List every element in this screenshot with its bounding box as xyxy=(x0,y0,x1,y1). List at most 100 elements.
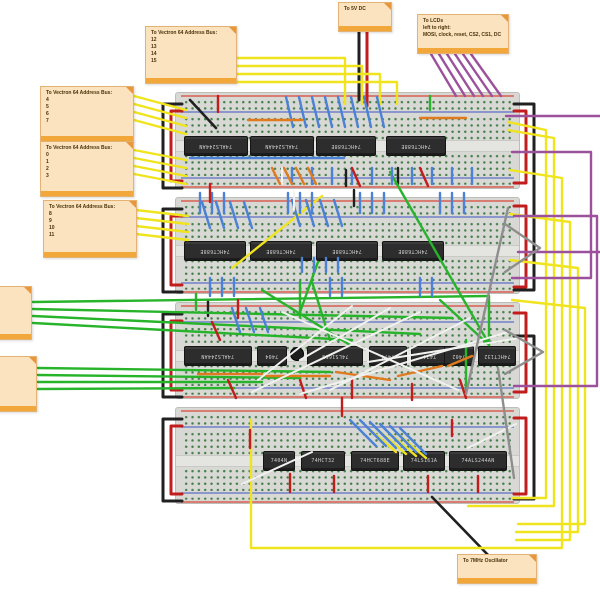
wire-blue[interactable] xyxy=(332,198,344,228)
wire-green[interactable] xyxy=(388,170,491,346)
note-left-lower[interactable] xyxy=(0,356,37,412)
ic-chip[interactable]: 74HCT688E xyxy=(382,241,444,261)
wire-red[interactable] xyxy=(350,166,362,188)
wire-white[interactable] xyxy=(241,451,313,485)
ic-chip[interactable]: 74ALS244AN xyxy=(184,136,248,156)
wire-green[interactable] xyxy=(31,307,454,320)
wire-white[interactable] xyxy=(257,305,353,381)
wire-red[interactable] xyxy=(512,416,528,496)
wire-blue[interactable] xyxy=(362,95,373,129)
wire-black[interactable] xyxy=(430,495,491,558)
wire-purple[interactable] xyxy=(461,52,494,98)
wire-orange[interactable] xyxy=(446,354,474,368)
wire-black[interactable] xyxy=(161,312,184,399)
wire-green[interactable] xyxy=(438,298,491,347)
wire-yellow[interactable] xyxy=(134,232,190,242)
wire-blue[interactable] xyxy=(348,418,378,448)
wire-purple[interactable] xyxy=(445,52,476,98)
wire-orange[interactable] xyxy=(270,166,282,186)
wire-blue[interactable] xyxy=(368,420,398,450)
wire-orange[interactable] xyxy=(306,166,318,186)
wire-yellow[interactable] xyxy=(134,224,190,234)
wire-blue[interactable] xyxy=(398,426,428,456)
ic-chip[interactable]: 7404N xyxy=(263,451,295,471)
wire-yellow[interactable] xyxy=(506,120,548,500)
wire-blue[interactable] xyxy=(375,95,386,129)
note-7mhz-osc[interactable]: To 7MHz Oscillator xyxy=(457,554,537,584)
wire-white[interactable] xyxy=(299,331,509,395)
wire-yellow[interactable] xyxy=(249,168,564,550)
wire-yellow[interactable] xyxy=(508,212,572,542)
wire-yellow[interactable] xyxy=(466,128,556,508)
wire-blue[interactable] xyxy=(200,200,212,230)
ic-chip[interactable]: 74HCT688E xyxy=(316,136,376,156)
ic-chip[interactable]: 7404 xyxy=(257,346,287,366)
wire-yellow[interactable] xyxy=(132,118,188,136)
wire-gray[interactable] xyxy=(496,366,516,480)
wire-purple[interactable] xyxy=(469,52,503,98)
wire-blue[interactable] xyxy=(284,95,295,129)
wire-red[interactable] xyxy=(512,311,528,394)
wire-red[interactable] xyxy=(226,378,238,400)
wire-yellow[interactable] xyxy=(132,172,188,186)
wire-blue[interactable] xyxy=(358,418,388,448)
wire-green[interactable] xyxy=(36,386,236,391)
ic-chip[interactable]: 74ALS244AN xyxy=(184,346,252,366)
wire-yellow[interactable] xyxy=(510,298,587,526)
wire-black[interactable] xyxy=(161,207,184,294)
ic-chip[interactable]: 74ALS244AN xyxy=(250,136,314,156)
wire-white[interactable] xyxy=(329,317,471,391)
wire-blue[interactable] xyxy=(349,95,360,129)
ic-chip[interactable]: 74HCT688E xyxy=(316,241,378,261)
wire-red[interactable] xyxy=(169,214,184,287)
wire-yellow[interactable] xyxy=(508,258,580,534)
wire-yellow[interactable] xyxy=(132,156,188,170)
wire-yellow[interactable] xyxy=(230,194,324,270)
wire-red[interactable] xyxy=(512,204,528,289)
note-left-upper[interactable] xyxy=(0,286,32,340)
wire-yellow[interactable] xyxy=(235,64,364,106)
wire-red[interactable] xyxy=(298,378,308,400)
wire-white[interactable] xyxy=(467,423,517,449)
wire-yellow[interactable] xyxy=(132,110,188,128)
wire-blue[interactable] xyxy=(304,198,316,228)
wire-black[interactable] xyxy=(188,98,218,130)
wire-yellow[interactable] xyxy=(132,148,188,162)
wire-blue[interactable] xyxy=(336,95,347,129)
wire-purple[interactable] xyxy=(453,52,485,98)
wire-yellow[interactable] xyxy=(235,72,382,106)
ic-chip[interactable]: 74ALS244AN xyxy=(449,451,507,471)
wire-white[interactable] xyxy=(299,307,391,361)
note-5v-dc[interactable]: To 5V DC xyxy=(338,2,392,32)
wire-blue[interactable] xyxy=(388,424,418,454)
wire-red[interactable] xyxy=(418,166,430,188)
wire-yellow[interactable] xyxy=(235,80,399,106)
ic-chip[interactable]: 74HCT688E xyxy=(250,241,312,261)
wire-yellow[interactable] xyxy=(132,94,188,112)
wire-red[interactable] xyxy=(458,378,468,400)
wire-blue[interactable] xyxy=(378,422,408,452)
wire-red[interactable] xyxy=(169,424,184,496)
wire-blue[interactable] xyxy=(230,306,242,334)
wire-red[interactable] xyxy=(512,109,528,185)
wire-green[interactable] xyxy=(31,321,354,342)
wire-black[interactable] xyxy=(512,102,536,292)
wire-gray[interactable] xyxy=(503,328,545,376)
wire-blue[interactable] xyxy=(214,200,226,230)
ic-chip[interactable]: 74HCT688E xyxy=(351,451,399,471)
ic-chip[interactable]: 74HCT688E xyxy=(386,136,446,156)
wire-orange[interactable] xyxy=(294,166,306,186)
wire-purple[interactable] xyxy=(429,52,458,98)
wire-green[interactable] xyxy=(31,294,491,304)
wire-blue[interactable] xyxy=(228,200,240,230)
wire-white[interactable] xyxy=(251,311,421,393)
wire-blue[interactable] xyxy=(318,198,330,228)
ic-chip[interactable]: 74HCT688E xyxy=(184,241,246,261)
wire-purple[interactable] xyxy=(512,214,599,388)
wire-green[interactable] xyxy=(36,373,302,380)
wire-yellow[interactable] xyxy=(134,208,190,218)
